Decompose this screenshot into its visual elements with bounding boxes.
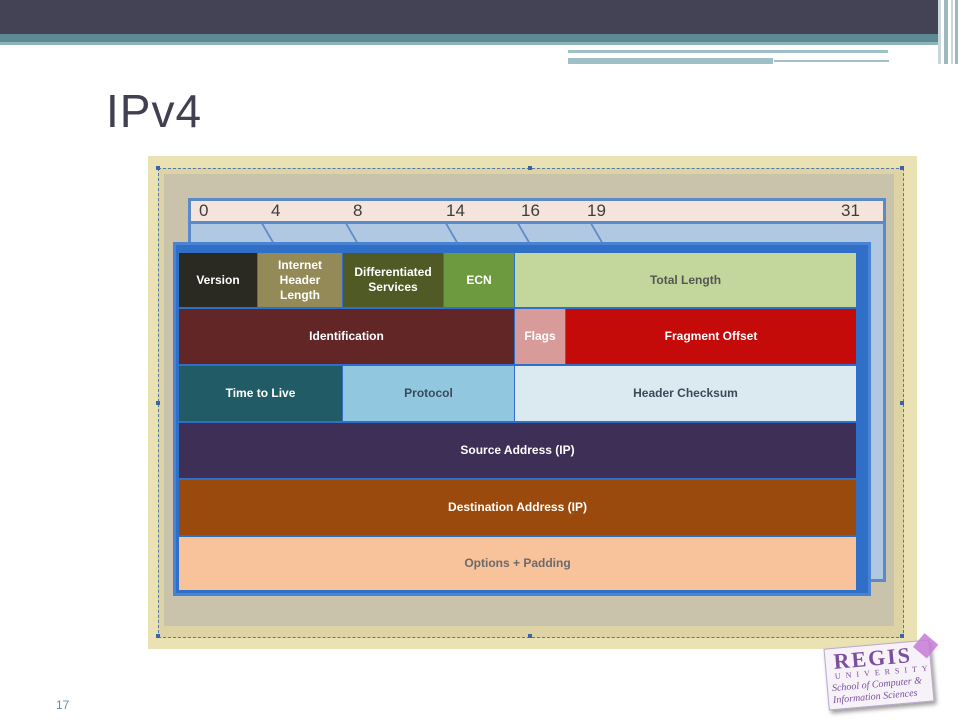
field-label: Internet Header Length — [277, 257, 322, 302]
selection-handle — [900, 634, 904, 638]
header-bar — [0, 0, 938, 34]
field-label: ECN — [466, 272, 492, 287]
slide-title: IPv4 — [106, 85, 203, 137]
field-flags: Flags — [515, 309, 565, 364]
field-internet-header-length: Internet Header Length — [258, 253, 342, 307]
field-source-address: Source Address (IP) — [179, 423, 856, 478]
field-label: Time to Live — [225, 386, 296, 400]
field-differentiated-services: Differentiated Services — [343, 253, 443, 307]
bit-position-label: 19 — [587, 201, 606, 220]
logo-emblem-icon — [912, 633, 939, 659]
ipv4-header-diagram: 0 4 8 14 16 19 31 Version Internet Heade… — [148, 156, 917, 649]
field-label: Version — [196, 272, 240, 287]
field-header-checksum: Header Checksum — [515, 366, 856, 421]
field-label: Fragment Offset — [664, 329, 758, 343]
field-label: Flags — [524, 329, 556, 343]
selection-handle — [528, 634, 532, 638]
header-accent-stripe-light — [0, 42, 938, 45]
selection-handle — [156, 634, 160, 638]
field-label: Identification — [309, 329, 384, 343]
field-label: Total Length — [649, 272, 722, 287]
header-decor-line — [774, 60, 889, 62]
bit-position-ruler: 0 4 8 14 16 19 31 — [188, 198, 886, 224]
header-decor-line — [568, 58, 773, 64]
selection-handle — [900, 401, 904, 405]
bit-position-label: 0 — [199, 201, 209, 220]
selection-handle — [900, 166, 904, 170]
field-label: Source Address (IP) — [460, 443, 575, 457]
field-label: Header Checksum — [633, 386, 738, 400]
field-identification: Identification — [179, 309, 514, 364]
header-decor-vline — [944, 0, 948, 64]
bit-position-label: 31 — [841, 201, 860, 220]
field-label: Options + Padding — [464, 556, 571, 570]
page-number: 17 — [56, 698, 70, 712]
header-decor-line — [568, 50, 888, 53]
field-destination-address: Destination Address (IP) — [179, 480, 856, 535]
logo-card: REGIS UNIVERSITY School of Computer & In… — [823, 633, 939, 711]
field-label: Destination Address (IP) — [448, 500, 587, 514]
selection-handle — [528, 166, 532, 170]
field-fragment-offset: Fragment Offset — [566, 309, 856, 364]
selection-handle — [156, 401, 160, 405]
field-options-padding: Options + Padding — [179, 537, 856, 590]
field-label: Protocol — [404, 386, 453, 400]
field-ecn: ECN — [444, 253, 514, 307]
header-accent-stripe — [0, 34, 938, 42]
bit-position-label: 14 — [446, 201, 465, 220]
bit-position-label: 16 — [521, 201, 540, 220]
selection-handle — [156, 166, 160, 170]
field-total-length: Total Length — [515, 253, 856, 307]
bit-position-label: 8 — [353, 201, 363, 220]
university-logo: REGIS UNIVERSITY School of Computer & In… — [820, 633, 939, 712]
header-decor-vline — [955, 0, 958, 64]
field-version: Version — [179, 253, 257, 307]
field-protocol: Protocol — [343, 366, 514, 421]
header-decor-vline — [951, 0, 953, 64]
header-fields-grid: Version Internet Header Length Different… — [173, 242, 871, 596]
bit-position-label: 4 — [271, 201, 281, 220]
field-time-to-live: Time to Live — [179, 366, 342, 421]
field-label: Differentiated Services — [354, 265, 432, 294]
header-decor-vline — [938, 0, 941, 64]
